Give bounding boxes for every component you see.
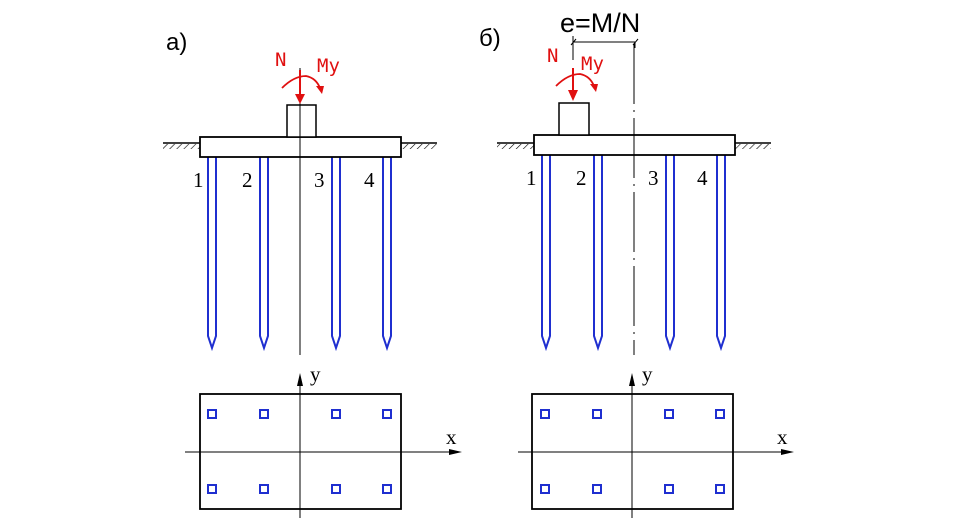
force-arrowhead-a <box>295 94 305 104</box>
axis-y-label-b: y <box>642 362 653 386</box>
load-b: N My <box>547 45 604 101</box>
pile-label-1-a: 1 <box>193 168 204 192</box>
moment-arrowhead-a <box>316 86 324 94</box>
pile-2-b <box>593 149 603 352</box>
pile-label-3-b: 3 <box>648 166 659 190</box>
column-b <box>558 102 590 136</box>
moment-label-a: My <box>317 55 340 77</box>
axis-y-label-a: y <box>310 362 321 386</box>
plan-pile-a-7 <box>331 484 341 494</box>
axis-x-label-a: x <box>446 425 457 449</box>
pile-label-2-b: 2 <box>576 166 587 190</box>
pile-2-a <box>259 149 269 352</box>
panel-b: б) e=M/N <box>479 8 794 518</box>
moment-arrow-a <box>281 75 321 89</box>
column-a <box>286 104 317 138</box>
plan-pile-b-2 <box>592 409 602 419</box>
axis-x-label-b: x <box>777 425 788 449</box>
plan-y-arrowhead-b <box>629 373 635 386</box>
plan-pile-a-1 <box>207 409 217 419</box>
plan-pile-a-8 <box>382 484 392 494</box>
force-label-a: N <box>275 49 286 71</box>
plan-view-b: x y <box>518 362 794 518</box>
eccentricity-label: e=M/N <box>560 8 640 38</box>
plan-x-arrowhead-a <box>449 449 462 455</box>
pile-4-a <box>382 149 392 352</box>
pile-3-a <box>331 149 341 352</box>
plan-pile-b-1 <box>540 409 550 419</box>
plan-x-arrowhead-b <box>781 449 794 455</box>
plan-pile-b-3 <box>664 409 674 419</box>
plan-pile-b-7 <box>664 484 674 494</box>
plan-pile-a-5 <box>207 484 217 494</box>
pile-1-a <box>207 149 217 352</box>
moment-label-b: My <box>581 53 604 75</box>
plan-pile-b-8 <box>715 484 725 494</box>
panel-a-label: а) <box>166 29 187 56</box>
force-label-b: N <box>547 45 558 67</box>
moment-arrowhead-b <box>590 84 598 92</box>
pile-label-2-a: 2 <box>242 168 253 192</box>
plan-pile-b-4 <box>715 409 725 419</box>
ground-left-b <box>497 142 534 149</box>
panel-b-label: б) <box>479 25 501 52</box>
plan-pile-a-4 <box>382 409 392 419</box>
ground-right-b <box>735 142 771 149</box>
pile-4-b <box>716 149 726 352</box>
moment-arrow-b <box>555 73 595 87</box>
plan-pile-a-2 <box>259 409 269 419</box>
plan-y-arrowhead-a <box>297 373 303 386</box>
panel-a: а) 1 2 3 4 N <box>163 29 462 518</box>
ground-left-a <box>163 142 200 149</box>
plan-pile-b-5 <box>540 484 550 494</box>
pile-3-b <box>665 149 675 352</box>
pile-1-b <box>541 149 551 352</box>
plan-pile-a-3 <box>331 409 341 419</box>
pile-label-4-a: 4 <box>364 168 375 192</box>
plan-pile-b-6 <box>592 484 602 494</box>
plan-pile-a-6 <box>259 484 269 494</box>
pile-label-3-a: 3 <box>314 168 325 192</box>
ground-right-a <box>401 142 437 149</box>
pile-label-1-b: 1 <box>526 166 537 190</box>
piles-b <box>541 149 726 352</box>
eccentricity-dimension <box>570 36 639 60</box>
plan-view-a: x y <box>185 362 462 518</box>
load-a: N My <box>275 49 340 104</box>
force-arrowhead-b <box>568 90 578 101</box>
pile-label-4-b: 4 <box>697 166 708 190</box>
